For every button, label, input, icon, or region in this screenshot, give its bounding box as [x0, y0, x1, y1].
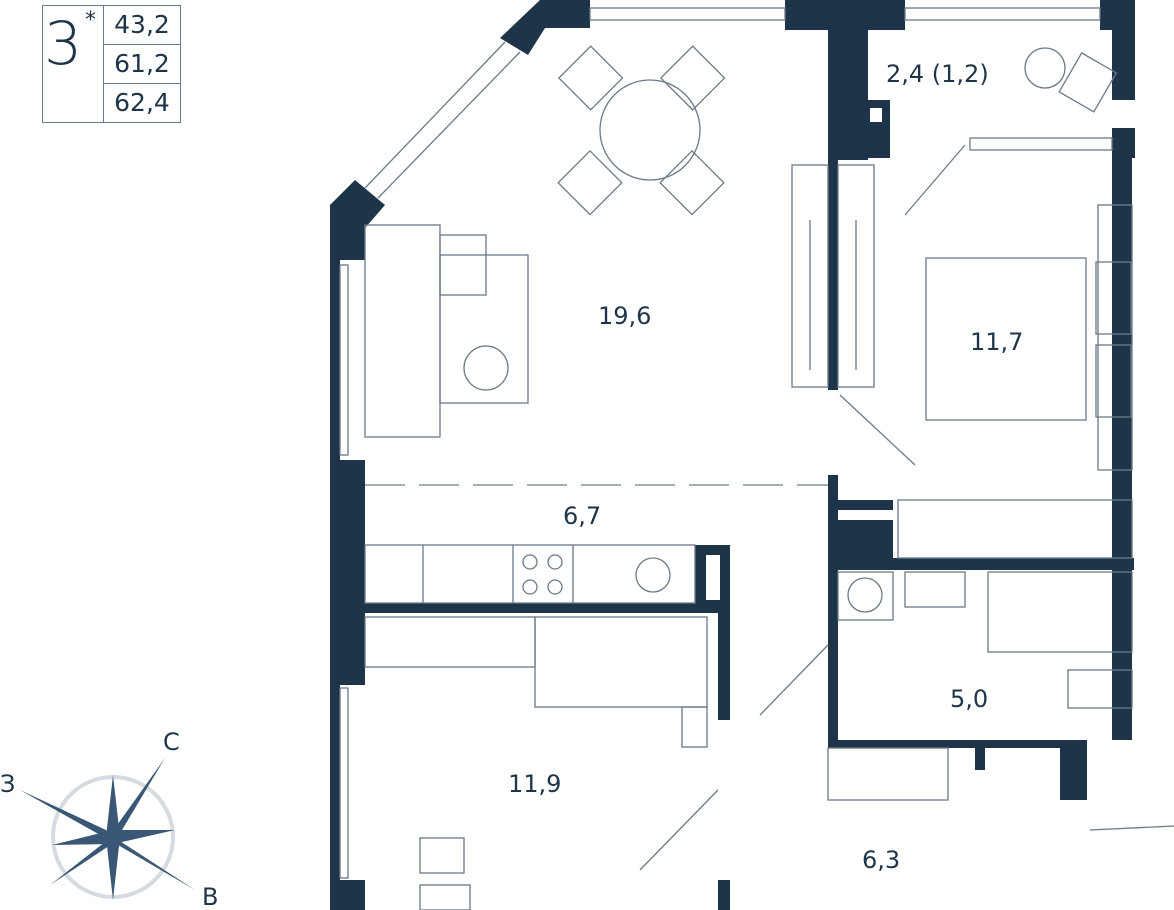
compass-needle-west — [20, 790, 118, 845]
fixtures — [339, 7, 1174, 910]
room-label-kitchen: 6,7 — [563, 502, 601, 530]
total-area: 61,2 — [104, 45, 180, 84]
compass-needle-south — [50, 840, 118, 885]
room-label-living-room: 19,6 — [598, 302, 651, 330]
total-area-with-balcony: 62,4 — [114, 88, 170, 117]
room-count-mark: * — [85, 8, 96, 33]
living-area: 43,2 — [104, 6, 180, 45]
compass-label-east: В — [202, 883, 218, 910]
room-label-hallway: 6,3 — [862, 846, 900, 874]
compass-needle-east — [106, 832, 195, 890]
room-count: 3 * — [43, 6, 104, 122]
walls — [330, 0, 1135, 910]
compass-label-west: З — [0, 770, 15, 798]
room-count-value: 3 — [44, 9, 83, 79]
compass-label-north: С — [163, 728, 180, 756]
apartment-legend: 3 * 43,2 61,2 62,4 — [42, 5, 181, 123]
room-label-balcony: 2,4 (1,2) — [886, 60, 989, 88]
compass: С З В — [0, 728, 218, 910]
room-labels: 19,6 6,7 11,7 11,9 5,0 6,3 2,4 (1,2) — [508, 60, 1023, 874]
room-label-bedroom-2: 11,9 — [508, 770, 561, 798]
room-label-bedroom-1: 11,7 — [970, 328, 1023, 356]
room-label-bathroom: 5,0 — [950, 685, 988, 713]
compass-needle-north — [105, 758, 165, 842]
